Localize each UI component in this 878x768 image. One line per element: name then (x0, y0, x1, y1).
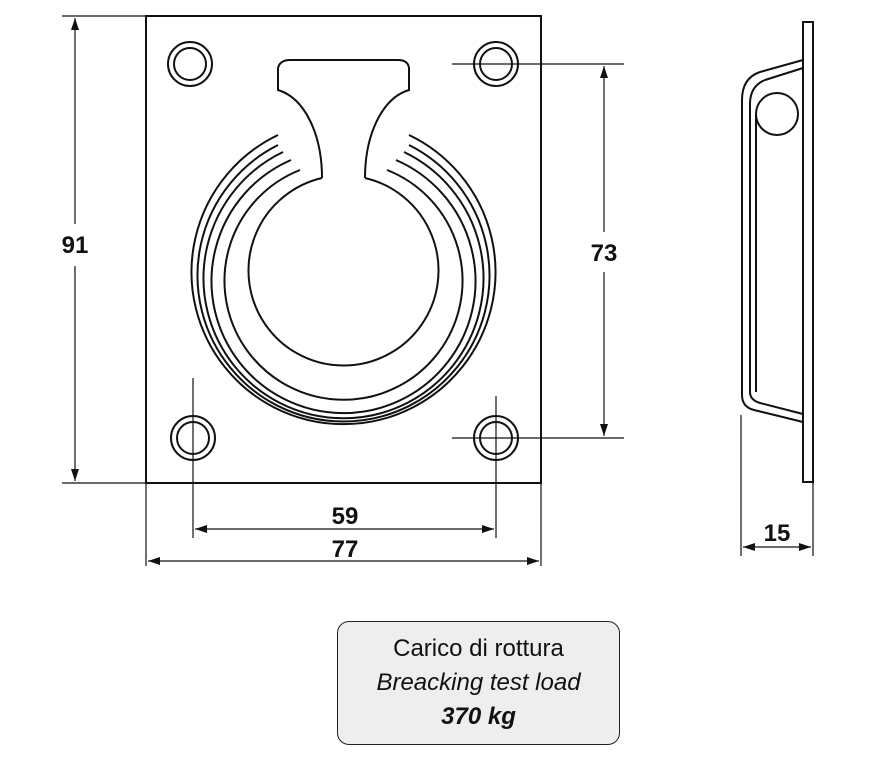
side-view (741, 21, 814, 483)
dim-91-label: 91 (62, 232, 89, 259)
test-load-box: Carico di rottura Breacking test load 37… (337, 621, 620, 745)
front-view (145, 15, 542, 484)
dim-15-label: 15 (764, 520, 791, 547)
dim-73-label: 73 (591, 240, 618, 267)
test-load-english: Breacking test load (376, 669, 581, 696)
dimension-lines (62, 15, 814, 566)
test-load-italian: Carico di rottura (393, 635, 564, 662)
mounting-hole-top-left (167, 41, 213, 87)
lift-ring (190, 59, 497, 426)
dim-77-label: 77 (332, 536, 359, 563)
base-plate (145, 15, 542, 484)
test-load-value: 370 kg (441, 703, 516, 730)
dim-59-label: 59 (332, 503, 359, 530)
